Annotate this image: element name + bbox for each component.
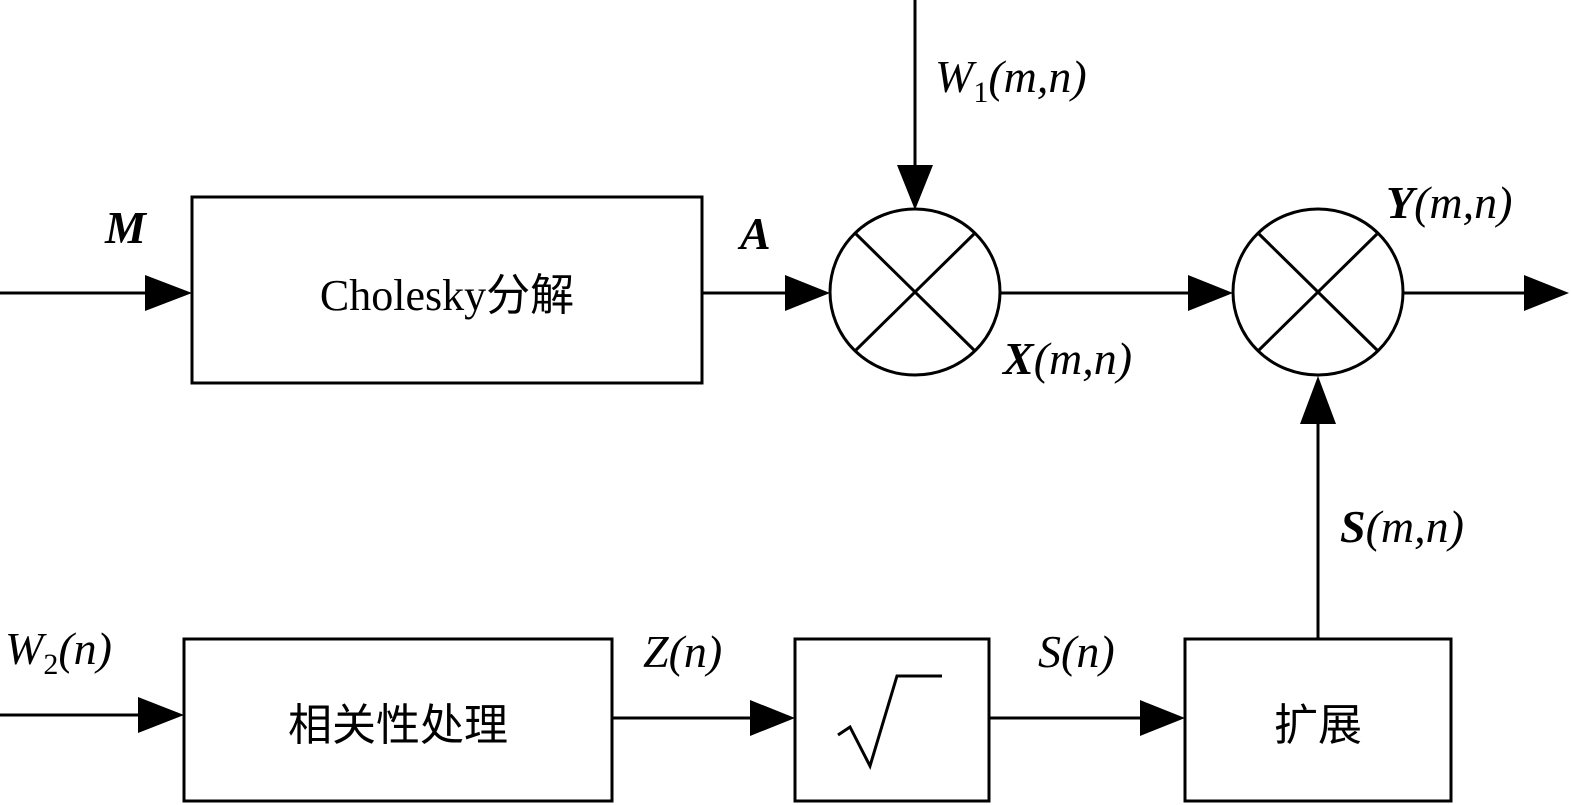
multiplier-2-icon (1231, 207, 1405, 377)
label-s-n: S(n) (1038, 626, 1115, 677)
label-x: X(m,n) (1001, 333, 1132, 384)
label-a: A (737, 208, 771, 259)
m-arrow-icon (145, 275, 192, 311)
square-root-icon (837, 674, 942, 771)
multiplier-1-icon (828, 207, 1002, 377)
label-z: Z(n) (643, 626, 722, 677)
s-mn-arrow-icon (1300, 376, 1336, 424)
x-arrow-icon (1188, 275, 1233, 311)
label-s-mn: S(m,n) (1340, 501, 1464, 552)
s-n-arrow-icon (1140, 700, 1185, 736)
sqrt-block (793, 637, 991, 803)
correlation-block (182, 637, 614, 803)
expand-label: 扩展 (1274, 701, 1362, 750)
w2-arrow-icon (138, 697, 184, 733)
y-arrow-icon (1524, 275, 1569, 311)
a-arrow-icon (785, 275, 830, 311)
cholesky-block (190, 195, 704, 385)
w1-arrow-icon (897, 165, 933, 210)
correlation-label: 相关性处理 (288, 701, 508, 750)
cholesky-label: Cholesky分解 (320, 271, 574, 320)
label-w1: W1(m,n) (935, 51, 1087, 109)
z-arrow-icon (750, 700, 795, 736)
label-m: M (104, 202, 148, 253)
label-w2: W2(n) (5, 623, 112, 681)
expand-block (1183, 637, 1453, 803)
label-y: Y(m,n) (1386, 177, 1512, 228)
